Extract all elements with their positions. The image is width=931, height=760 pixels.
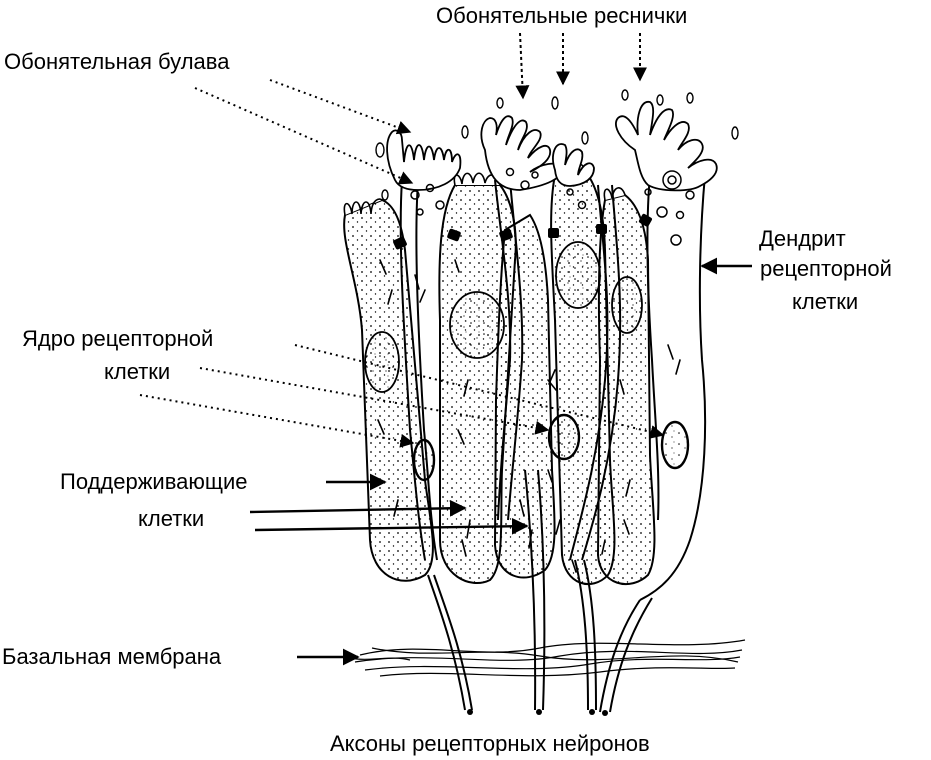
label-support-line2: клетки xyxy=(138,506,205,531)
organelles xyxy=(377,259,681,573)
receptor-cells xyxy=(399,174,707,713)
label-basal-membrane: Базальная мембрана xyxy=(2,644,222,669)
olfactory-knob-1 xyxy=(386,129,462,191)
receptor-dendrite-4 xyxy=(646,174,660,521)
knob-leaders xyxy=(194,79,414,185)
olfactory-knob-3 xyxy=(552,143,595,187)
label-nucleus-line2: клетки xyxy=(104,359,171,384)
receptor-dendrite-3 xyxy=(569,184,609,561)
label-dendrite-line3: клетки xyxy=(792,289,859,314)
support-leaders xyxy=(249,473,529,535)
receptor-nuclei xyxy=(412,413,690,482)
basal-membrane xyxy=(349,639,746,677)
label-support-line1: Поддерживающие xyxy=(60,469,248,494)
label-nucleus-line1: Ядро рецепторной xyxy=(22,326,214,351)
supporting-cell-3 xyxy=(493,213,556,579)
receptor-axon-1 xyxy=(427,574,466,711)
cilia-tips xyxy=(375,89,739,201)
label-olfactory-cilia: Обонятельные реснички xyxy=(436,3,688,28)
receptor-dendrite-2 xyxy=(494,179,512,521)
label-olfactory-knob: Обонятельная булава xyxy=(4,49,230,74)
label-dendrite-line1: Дендрит xyxy=(759,226,846,251)
receptor-axon-4 xyxy=(599,599,641,713)
receptor-dendrite-1 xyxy=(399,179,426,561)
label-dendrite-line2: рецепторной xyxy=(760,256,892,281)
nucleus-leaders xyxy=(139,344,665,448)
cilia-leaders xyxy=(515,32,647,100)
supporting-cell-nuclei xyxy=(364,241,643,393)
label-axons: Аксоны рецепторных нейронов xyxy=(330,731,650,756)
knob-vesicles xyxy=(410,167,695,246)
cell-junctions xyxy=(393,213,652,250)
receptor-axon-3 xyxy=(574,559,589,711)
olfactory-knobs xyxy=(386,101,718,192)
olfactory-knob-4 xyxy=(615,101,718,192)
receptor-axon-2 xyxy=(524,469,537,711)
axon-ends xyxy=(467,709,608,716)
